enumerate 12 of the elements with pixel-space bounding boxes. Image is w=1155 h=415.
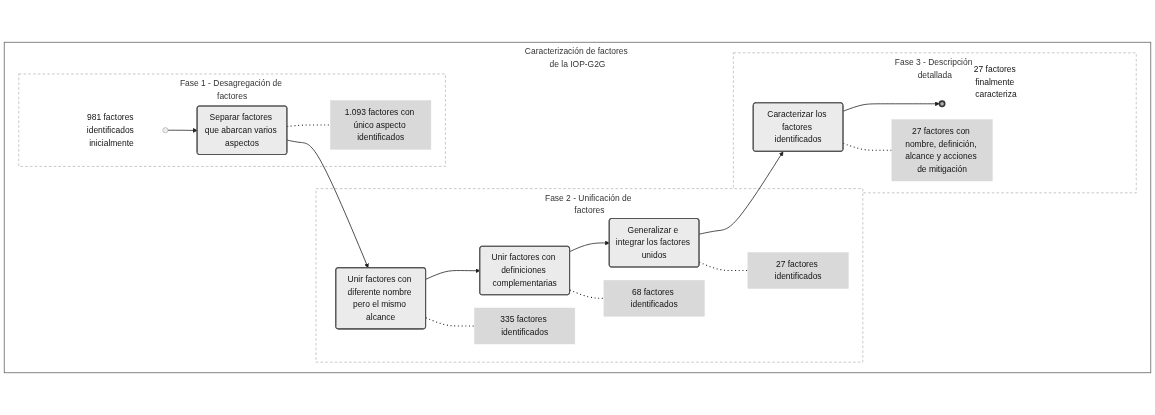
event-label: 27 factores finalmente caracteriza [973,64,1017,100]
annotation-box: 335 factores identificados [474,307,576,345]
task-box: Unir factores con definiciones complementarias [479,245,571,296]
annotation-box: 27 factores con nombre, definición, alcance y acciones de mitigación [891,119,993,182]
task-box: Generalizar e integrar los factores unidos [608,217,700,268]
annotation-box: 27 factores identificados [747,252,849,289]
annotation-box: 1.093 factores con único aspecto identificados [330,100,432,150]
task-box: Separar factores que abarcan varios aspectos [196,105,288,156]
task-box: Caracterizar los factores identificados [752,102,844,152]
task-box: Unir factores con diferente nombre pero el mismo alcance [335,267,427,330]
event-label: 981 factores identificados inicialmente [86,112,134,148]
annotation-box: 68 factores identificados [603,280,705,317]
